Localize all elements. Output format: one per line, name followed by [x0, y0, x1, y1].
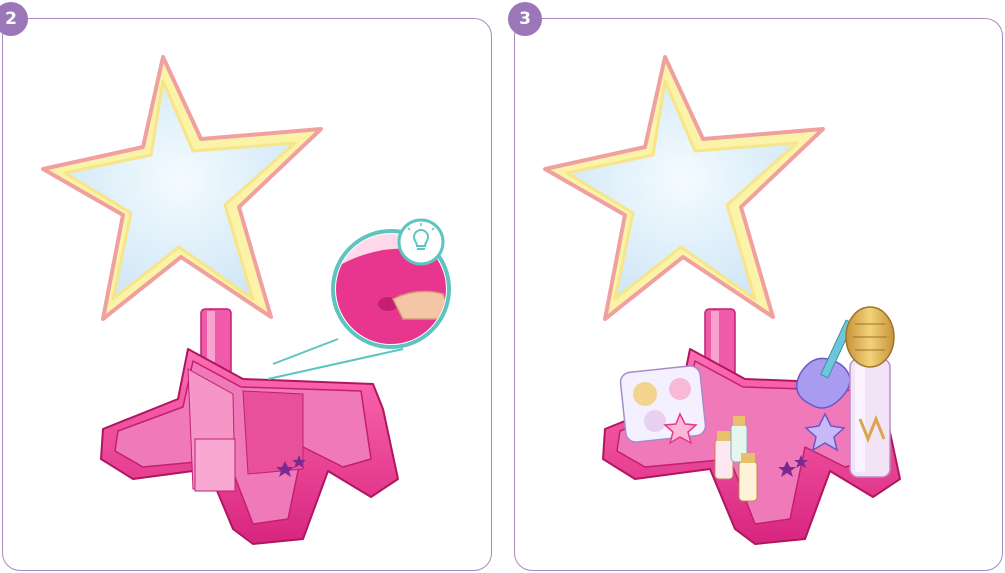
finger-press-icon — [391, 290, 446, 320]
toy-microphone — [845, 306, 895, 478]
step-number-badge-3: 3 — [508, 2, 542, 36]
power-button-zoom-callout — [267, 218, 451, 380]
star-mirror — [543, 55, 825, 321]
lightbulb-icon — [397, 218, 445, 266]
eyeshadow-palette — [619, 365, 707, 445]
instruction-panel-step-2 — [2, 18, 492, 571]
toy-guitar — [795, 319, 854, 452]
star-mirror — [41, 55, 323, 321]
step-2-illustration — [41, 55, 451, 545]
star-tray-base — [100, 348, 399, 545]
nail-polish-bottles — [714, 416, 758, 502]
instruction-panel-step-3 — [514, 18, 1003, 571]
step-number-badge-2: 2 — [0, 2, 28, 36]
step-3-illustration — [543, 55, 901, 545]
